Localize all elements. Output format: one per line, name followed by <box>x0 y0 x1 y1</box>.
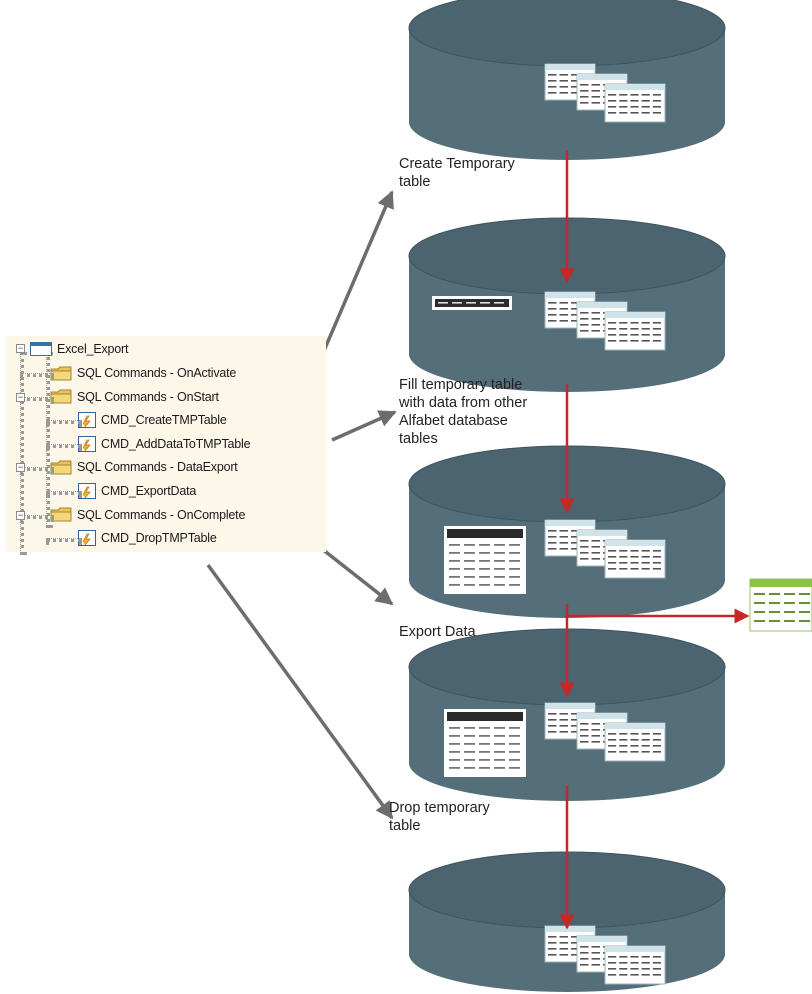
tree-item-label: CMD_ExportData <box>101 484 197 498</box>
table-stack-icon <box>544 519 666 579</box>
sql-command-icon <box>78 530 96 547</box>
step-export-label: Export Data <box>399 624 476 640</box>
tree-item[interactable]: SQL Commands - OnStart <box>20 388 219 406</box>
table-stack-icon <box>544 63 666 123</box>
tree-item-label: SQL Commands - OnComplete <box>77 507 246 522</box>
tree-item[interactable]: CMD_AddDataToTMPTable <box>46 435 251 453</box>
tree-item-label: SQL Commands - OnActivate <box>77 366 237 380</box>
link-arrow-adddata <box>331 410 397 442</box>
tree-item[interactable]: SQL Commands - OnActivate <box>20 364 237 382</box>
expander[interactable]: − <box>16 391 25 402</box>
tree-item[interactable]: CMD_ExportData <box>46 482 197 500</box>
database-stack <box>408 0 726 992</box>
database-final <box>408 851 726 992</box>
table-stack-icon <box>544 291 666 351</box>
folder-icon <box>50 366 72 380</box>
step-create-label: Create Temporary table <box>399 156 515 190</box>
expander[interactable]: − <box>16 509 25 520</box>
database-initial <box>408 0 726 160</box>
tree-item-label: CMD_CreateTMPTable <box>101 413 227 428</box>
expander[interactable]: − <box>16 462 25 473</box>
step-drop-label: Drop temporary table <box>389 800 490 834</box>
folder-icon <box>50 507 72 522</box>
command-tree: − Excel_Export SQL Commands - OnActivate… <box>6 336 326 555</box>
temp-table-icon <box>432 296 512 310</box>
tree-item[interactable]: CMD_CreateTMPTable <box>46 411 227 429</box>
tree-root[interactable]: Excel_Export <box>30 340 128 358</box>
tree-root-label: Excel_Export <box>57 342 129 356</box>
link-arrow-drop <box>206 563 394 820</box>
tree-item-label: SQL Commands - DataExport <box>77 460 238 475</box>
expander-root[interactable]: − <box>16 343 25 353</box>
flow-arrows <box>206 150 812 930</box>
tree-item[interactable]: SQL Commands - DataExport <box>20 458 238 476</box>
excel-sheet-icon <box>749 578 812 632</box>
step-fill-label: Fill temporary table with data from othe… <box>399 377 528 447</box>
table-stack-icon <box>544 702 666 762</box>
folder-icon <box>50 460 72 475</box>
temp-table-icon <box>444 526 526 594</box>
tree-item[interactable]: SQL Commands - OnComplete <box>20 506 246 524</box>
temp-table-icon <box>444 709 526 777</box>
tree-item-label: CMD_DropTMPTable <box>101 531 217 546</box>
tree-item[interactable]: CMD_DropTMPTable <box>46 529 217 547</box>
window-icon <box>30 342 52 356</box>
tree-item-label: SQL Commands - OnStart <box>77 389 219 404</box>
tree-item-label: CMD_AddDataToTMPTable <box>101 436 251 451</box>
